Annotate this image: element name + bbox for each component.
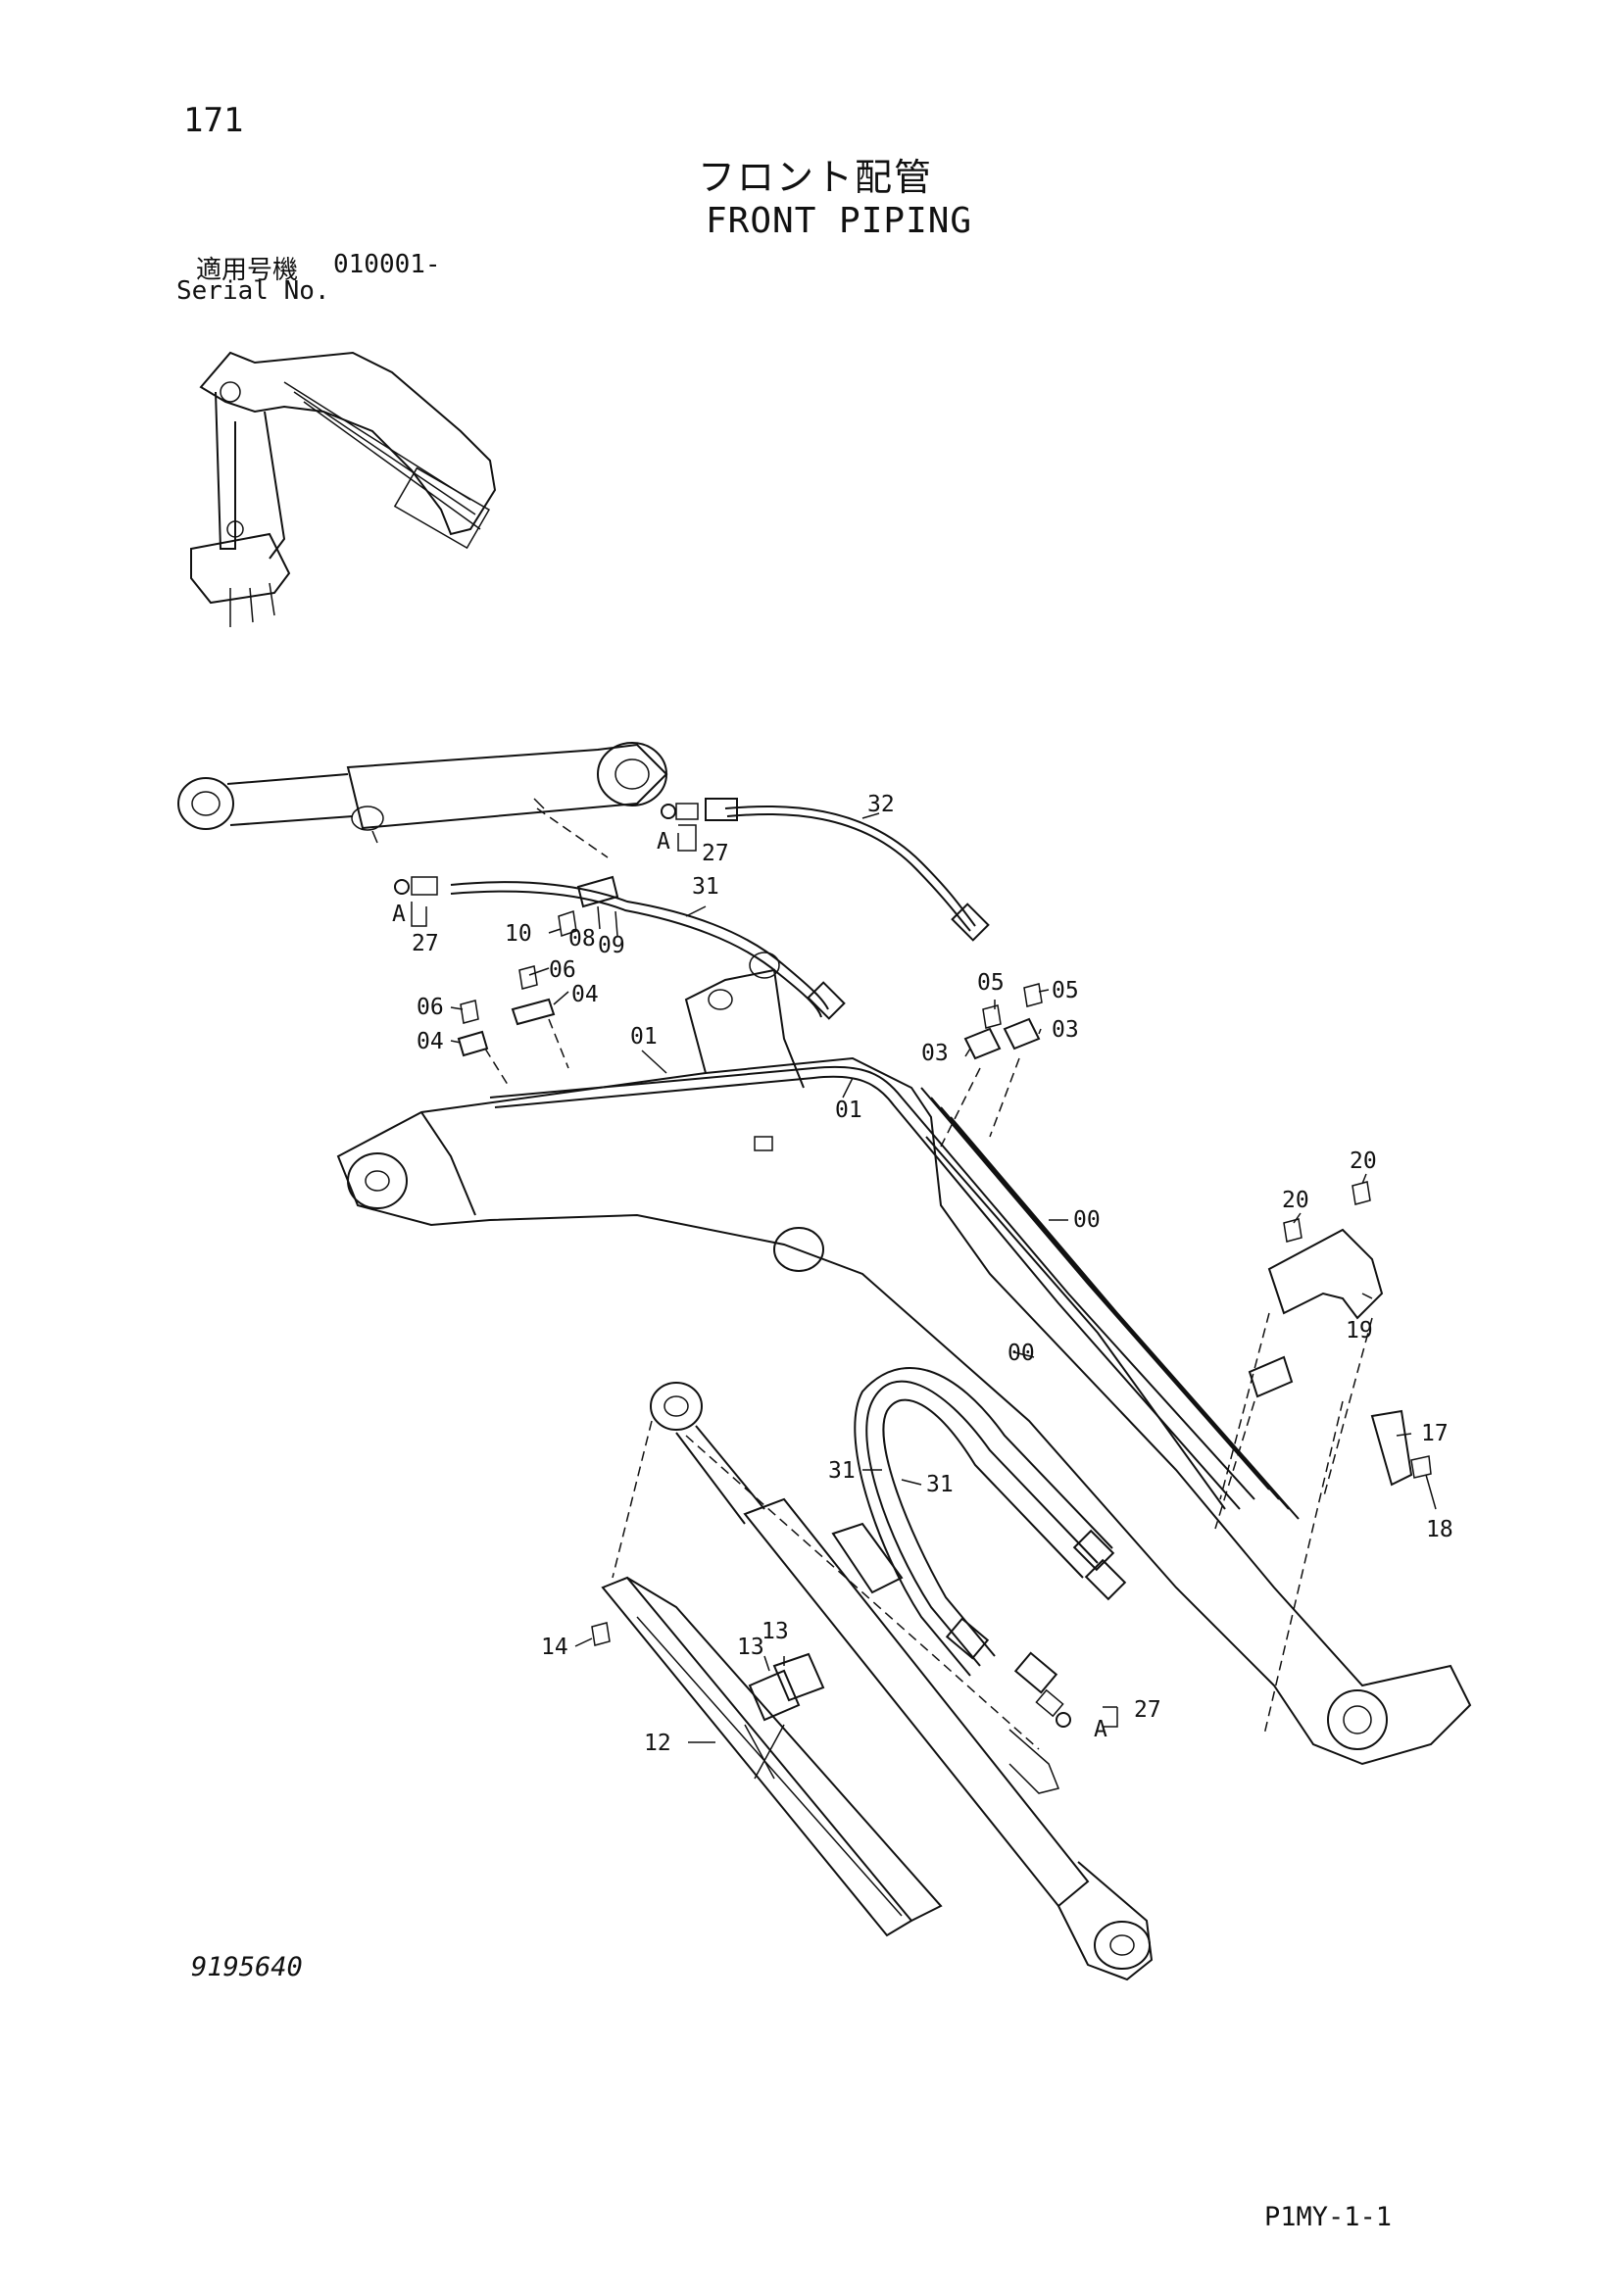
clamp-03-a — [963, 1027, 1002, 1060]
hose-32-end-fitting — [705, 798, 738, 821]
callout-13-left: 13 — [737, 1635, 764, 1660]
adapter-left — [411, 876, 438, 896]
callout-12: 12 — [644, 1731, 671, 1756]
callout-leaders — [411, 812, 1437, 1743]
bracket-17 — [1370, 1409, 1413, 1487]
key-plan-thumbnail — [190, 351, 497, 627]
callout-01-lower: 01 — [835, 1098, 862, 1123]
callout-05-left: 05 — [977, 970, 1005, 996]
boom-body — [336, 952, 1472, 1766]
o-ring-upper — [661, 804, 676, 819]
pipes-00 — [489, 1065, 1300, 1520]
hoses-31-lower — [854, 1367, 1127, 1694]
callout-03-right: 03 — [1052, 1017, 1079, 1043]
page-code: P1MY-1-1 — [1264, 2202, 1393, 2232]
title-japanese: フロント配管 — [698, 156, 934, 199]
leader-dash — [536, 807, 609, 858]
callout-06-left: 06 — [417, 995, 444, 1020]
arm-cylinder — [650, 1382, 1154, 1981]
callout-00-upper: 00 — [1073, 1207, 1101, 1233]
clamp-03-b — [1003, 1017, 1041, 1050]
bolt-18 — [1410, 1455, 1432, 1479]
hose-32-fitting — [951, 903, 990, 942]
page-number: 171 — [183, 101, 244, 140]
callout-A-top: A — [657, 829, 670, 855]
pipe-clamp-lower — [1248, 1355, 1294, 1398]
callout-04-left: 04 — [417, 1029, 444, 1054]
callout-03-left: 03 — [921, 1041, 949, 1066]
callout-00-lower: 00 — [1008, 1341, 1035, 1366]
callout-09: 09 — [598, 933, 625, 958]
callout-18: 18 — [1426, 1517, 1453, 1542]
adapter-lower — [1035, 1688, 1064, 1718]
callout-01-upper: 01 — [630, 1024, 658, 1050]
boom-cylinder — [177, 742, 668, 844]
cover-leaders — [1219, 1312, 1373, 1500]
bolt-06-b — [460, 1000, 479, 1024]
bolt-06-a — [518, 965, 538, 990]
callout-20-left: 20 — [1282, 1188, 1309, 1213]
clamp-04-a — [511, 998, 556, 1026]
callout-14: 14 — [541, 1635, 568, 1660]
o-ring-left — [394, 879, 410, 895]
callout-08: 08 — [568, 926, 596, 952]
callout-10: 10 — [505, 921, 532, 947]
bolt-20-a — [1283, 1218, 1303, 1243]
hose-32-outer — [726, 813, 971, 932]
o-ring-lower — [1056, 1712, 1071, 1728]
drawing-number: 9195640 — [191, 1952, 303, 1982]
callout-13-right: 13 — [762, 1619, 789, 1644]
cover-12-leaders — [612, 1420, 1040, 1750]
clamp-leaders — [484, 1018, 569, 1089]
callout-19: 19 — [1346, 1318, 1373, 1343]
bolt-05-a — [982, 1004, 1002, 1029]
callout-05-right: 05 — [1052, 978, 1079, 1003]
serial-label-english: Serial No. — [176, 276, 330, 306]
callout-32: 32 — [867, 792, 895, 817]
callout-A-lower: A — [1094, 1717, 1107, 1742]
callout-04-right: 04 — [571, 982, 599, 1007]
callout-20-right: 20 — [1350, 1148, 1377, 1174]
lower-leaders — [1214, 1400, 1344, 1735]
bolt-14 — [591, 1622, 611, 1646]
hose-32 — [724, 806, 976, 927]
callout-31-upper: 31 — [692, 874, 719, 900]
callout-17: 17 — [1421, 1421, 1449, 1446]
callout-06-right: 06 — [549, 957, 576, 983]
clamp-08 — [576, 875, 619, 908]
bolt-05-b — [1023, 983, 1043, 1007]
clamp-04-b — [457, 1030, 489, 1057]
hose-31-upper-outer — [450, 890, 822, 1018]
cover-12 — [601, 1576, 943, 1937]
title-english: FRONT PIPING — [706, 201, 973, 241]
callout-27-left: 27 — [412, 931, 439, 956]
callout-27-lower: 27 — [1134, 1697, 1161, 1723]
clamp-03-leaders — [940, 1057, 1020, 1148]
serial-label-japanese: 適用号機 — [196, 256, 299, 285]
hose-31-fitting — [807, 981, 846, 1020]
cover-19 — [1267, 1228, 1384, 1320]
callout-31-lower-left: 31 — [828, 1458, 856, 1484]
hose-31-upper — [450, 881, 829, 1010]
serial-value: 010001- — [333, 250, 441, 279]
callout-A-left: A — [392, 902, 406, 927]
bolt-20-b — [1352, 1181, 1371, 1205]
callout-27-top: 27 — [702, 841, 729, 866]
callout-31-lower-right: 31 — [926, 1472, 954, 1497]
adapter-upper — [675, 803, 699, 820]
